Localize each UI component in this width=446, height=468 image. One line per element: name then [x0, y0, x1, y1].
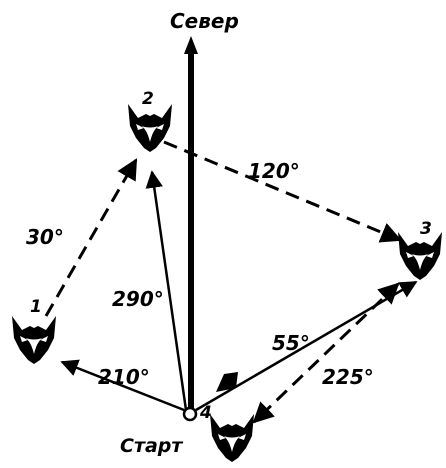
north-arrow-head	[184, 36, 198, 54]
line-fox1-to-fox2	[44, 158, 138, 317]
line-fox2-to-fox3	[163, 140, 402, 243]
start-point	[182, 406, 198, 422]
fox-4-number: 4	[199, 403, 212, 423]
bearing-start-to-fox2: 290°	[112, 287, 164, 311]
fox-2-icon	[128, 104, 172, 152]
line-start-to-fox2	[145, 170, 188, 411]
fox-1-number: 1	[30, 297, 42, 317]
north-label: Север	[170, 9, 239, 33]
bearing-fox1-to-fox2: 30°	[26, 225, 64, 249]
line-start-to-fox1	[60, 359, 185, 412]
fox-3-number: 3	[420, 219, 432, 239]
bearing-start-to-fox1: 210°	[98, 365, 150, 389]
line-fox3-to-fox4	[252, 282, 400, 424]
bearing-start-to-fox3: 55°	[272, 331, 310, 355]
fox-3-icon	[398, 232, 442, 280]
fox-1-icon	[12, 316, 56, 364]
start-label: Старт	[120, 435, 183, 457]
fox-4-icon	[210, 414, 254, 462]
bearing-fox3-to-fox4: 225°	[322, 365, 374, 389]
flag-icon	[216, 372, 238, 392]
bearing-fox2-to-fox3: 120°	[248, 159, 300, 183]
fox-2-number: 2	[142, 89, 154, 109]
